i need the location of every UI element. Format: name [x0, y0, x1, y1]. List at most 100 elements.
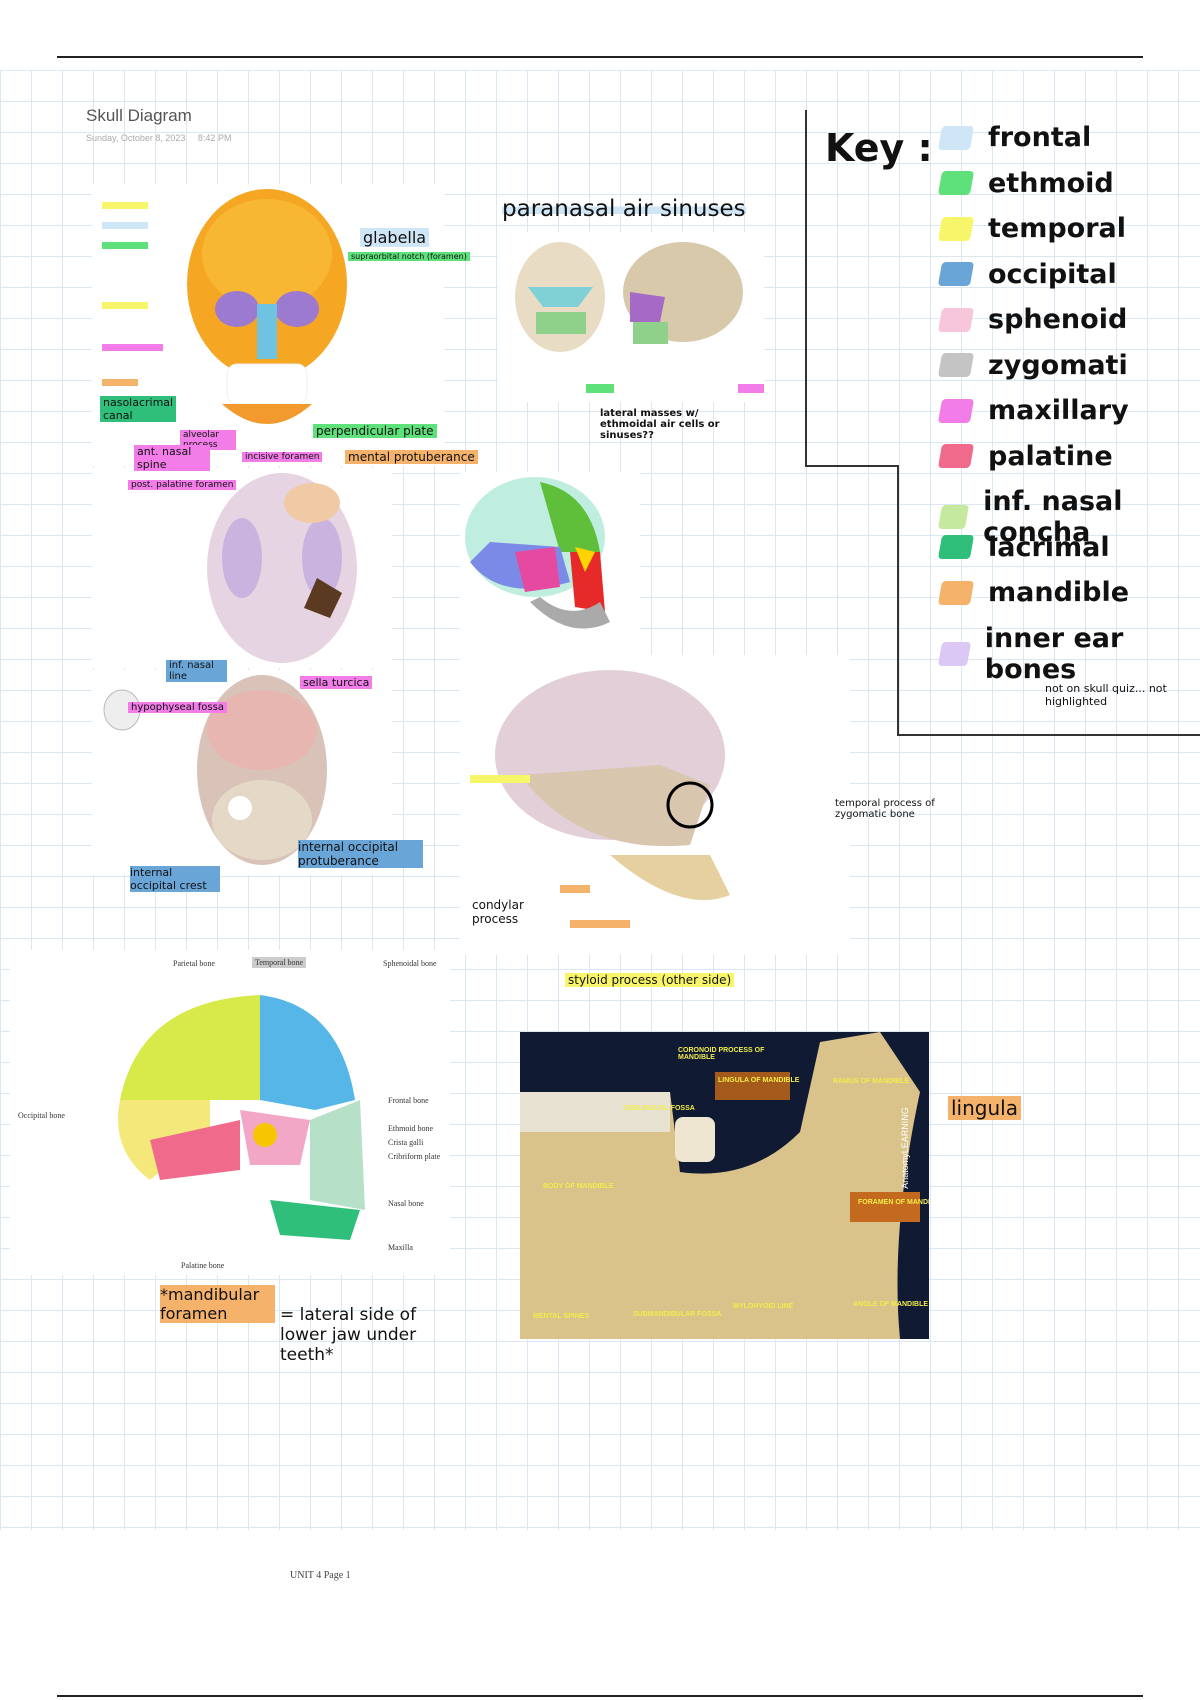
- label-swatch: [102, 202, 148, 209]
- annotation-sinus-note: lateral masses w/ ethmoidal air cells or…: [600, 408, 720, 441]
- mandible-label: RAMUS OF MANDIBLE: [833, 1078, 910, 1085]
- key-label: maxillary: [988, 395, 1129, 426]
- key-item: occipital: [937, 258, 1117, 290]
- annotation-sinus-title: paranasal air sinuses: [502, 196, 746, 222]
- mandible-label: LINGULA OF MANDIBLE: [718, 1077, 800, 1084]
- label-swatch: [102, 302, 148, 309]
- key-item: zygomati: [937, 349, 1128, 381]
- color-swatch-icon: [937, 444, 975, 468]
- color-swatch-icon: [937, 353, 975, 377]
- annotation-styloid: styloid process (other side): [565, 973, 735, 987]
- sinus-illustration: [515, 242, 764, 393]
- key-item: frontal: [937, 122, 1092, 153]
- key-label: palatine: [988, 440, 1113, 472]
- sagittal-label: Nasal bone: [388, 1199, 424, 1208]
- key-border: [897, 734, 1200, 736]
- mandible-label: SUBMANDIBULAR FOSSA: [633, 1311, 722, 1318]
- mandible-label: CORONOID PROCESS OF MANDIBLE: [678, 1047, 765, 1061]
- annotation-perpendicular: perpendicular plate: [313, 424, 437, 438]
- sagittal-label: Parietal bone: [173, 959, 215, 968]
- color-swatch-icon: [937, 125, 975, 150]
- page-date: Sunday, October 8, 2023 8:42 PM: [86, 133, 231, 143]
- label-swatch: [102, 222, 148, 229]
- bottom-rule: [57, 1695, 1143, 1697]
- color-swatch-icon: [937, 262, 975, 286]
- lateral-skull-image: [460, 655, 850, 955]
- label-swatch: [102, 242, 148, 249]
- sagittal-label: Ethmoid bone: [388, 1124, 434, 1133]
- annotation-temporal-process: temporal process of zygomatic bone: [835, 798, 935, 820]
- key-item: sphenoid: [937, 304, 1128, 335]
- key-border: [805, 465, 898, 467]
- key-label: sphenoid: [988, 304, 1128, 335]
- sagittal-label: Maxilla: [388, 1243, 413, 1252]
- annotation-incisive: incisive foramen: [242, 452, 323, 462]
- key-item: lacrimal: [937, 531, 1110, 563]
- annotation-int-occ-prot: internal occipital protuberance: [298, 840, 423, 868]
- time-text: 8:42 PM: [197, 133, 232, 143]
- key-heading: Key :: [825, 126, 933, 170]
- color-swatch-icon: [937, 505, 970, 529]
- key-label: occipital: [988, 258, 1117, 290]
- color-swatch-icon: [937, 580, 975, 605]
- annotation-mental: mental protuberance: [345, 450, 478, 464]
- key-note: not on skull quiz... not highlighted: [1045, 682, 1167, 708]
- cranial-fossa-illustration: [103, 675, 327, 865]
- annotation-lingula: lingula: [948, 1096, 1021, 1120]
- key-border: [805, 110, 807, 467]
- sagittal-skull-image: [10, 950, 450, 1275]
- key-item: palatine: [937, 440, 1113, 472]
- mandible-photo: CORONOID PROCESS OF MANDIBLE LINGULA OF M…: [520, 1032, 929, 1339]
- annotation-mandibular-note: = lateral side of lower jaw under teeth*: [280, 1305, 417, 1365]
- sinus-skulls-image: [498, 232, 764, 402]
- key-border: [897, 465, 899, 735]
- color-swatch-icon: [937, 171, 975, 195]
- color-swatch-icon: [937, 535, 975, 559]
- annotation-nasolacrimal: nasolacrimal canal: [100, 396, 176, 422]
- key-label: ethmoid: [988, 167, 1114, 199]
- color-swatch-icon: [937, 398, 975, 423]
- top-rule: [57, 56, 1143, 58]
- mandible-label: MYLOHYOID LINE: [733, 1303, 794, 1310]
- annotation-int-occ-crest: internal occipital crest: [130, 866, 220, 892]
- key-label: inf. nasal concha: [983, 486, 1123, 548]
- key-item: maxillary: [937, 395, 1129, 426]
- sagittal-label: Palatine bone: [181, 1261, 225, 1270]
- annotation-post-palatine: post. palatine foramen: [128, 480, 237, 490]
- sagittal-label: Frontal bone: [388, 1096, 429, 1105]
- key-label: lacrimal: [988, 531, 1110, 563]
- key-label: zygomati: [988, 349, 1128, 381]
- sagittal-label: Sphenoidal bone: [383, 959, 437, 968]
- color-swatch-icon: [937, 641, 971, 666]
- colored-skull-illustration: [465, 477, 610, 629]
- mandible-label: ANGLE OF MANDIBLE: [853, 1301, 929, 1308]
- annotation-supraorbital: supraorbital notch (foramen): [348, 252, 470, 261]
- sagittal-label: Crista galli: [388, 1138, 424, 1147]
- page-footer: UNIT 4 Page 1: [290, 1570, 351, 1581]
- colored-lateral-skull-image: [460, 472, 640, 657]
- key-item: temporal: [937, 213, 1126, 244]
- mandible-label: FORAMEN OF MANDIBLE: [858, 1199, 929, 1206]
- annotation-mandibular-foramen: *mandibular foramen: [160, 1285, 275, 1323]
- annotation-hypophyseal: hypophyseal fossa: [128, 702, 227, 713]
- inferior-skull-base-image: [92, 468, 392, 668]
- watermark: AnatomyLEARNING: [900, 1107, 911, 1189]
- skull-base-illustration: [207, 473, 357, 663]
- page-title: Skull Diagram: [86, 106, 192, 125]
- annotation-ant-nasal: ant. nasal spine: [134, 445, 210, 471]
- annotation-condylar: condylar process: [472, 898, 524, 926]
- date-text: Sunday, October 8, 2023: [86, 133, 186, 143]
- annotation-glabella: glabella: [360, 228, 430, 247]
- mandible-illustration: [520, 1032, 920, 1339]
- label-swatch: [102, 344, 163, 351]
- lateral-skull-illustration: [470, 670, 730, 928]
- color-swatch-icon: [937, 307, 975, 332]
- key-item: inner ear bones: [937, 622, 1200, 685]
- sagittal-illustration: [118, 995, 365, 1240]
- key-item: ethmoid: [937, 167, 1114, 199]
- key-label: inner ear bones: [984, 622, 1124, 685]
- annotation-inf-nasal: inf. nasal line: [166, 660, 227, 682]
- label-swatch: [102, 379, 138, 386]
- key-item: mandible: [937, 577, 1129, 608]
- key-label: frontal: [988, 122, 1092, 153]
